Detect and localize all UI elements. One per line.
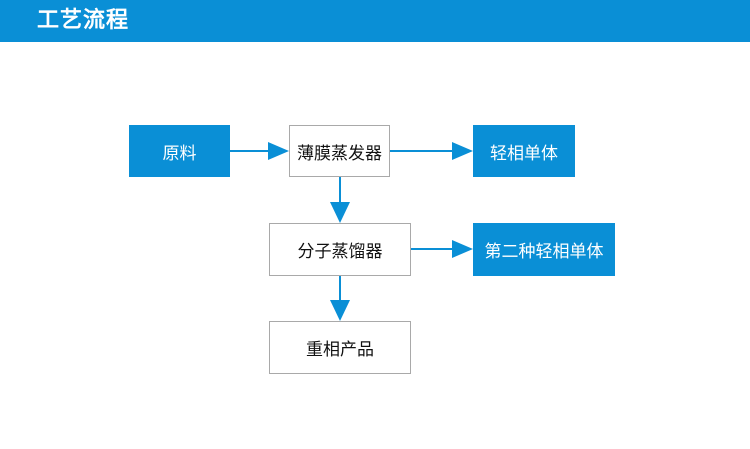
arrow-molecular-distiller-to-second-light-monomer [411, 240, 473, 258]
header-bar: 工艺流程 [0, 0, 750, 42]
arrow-molecular-distiller-to-heavy-product [330, 276, 350, 321]
node-molecular-distiller: 分子蒸馏器 [269, 223, 411, 276]
node-raw-material: 原料 [129, 125, 230, 177]
node-light-monomer: 轻相单体 [473, 125, 575, 177]
node-second-light-monomer: 第二种轻相单体 [473, 223, 615, 276]
arrow-raw-to-film-evaporator [230, 142, 289, 160]
node-heavy-product: 重相产品 [269, 321, 411, 374]
node-thin-film-evaporator: 薄膜蒸发器 [289, 125, 390, 177]
page-title: 工艺流程 [37, 8, 130, 33]
arrow-film-evaporator-to-molecular-distiller [330, 177, 350, 223]
arrow-film-evaporator-to-light-monomer [390, 142, 473, 160]
